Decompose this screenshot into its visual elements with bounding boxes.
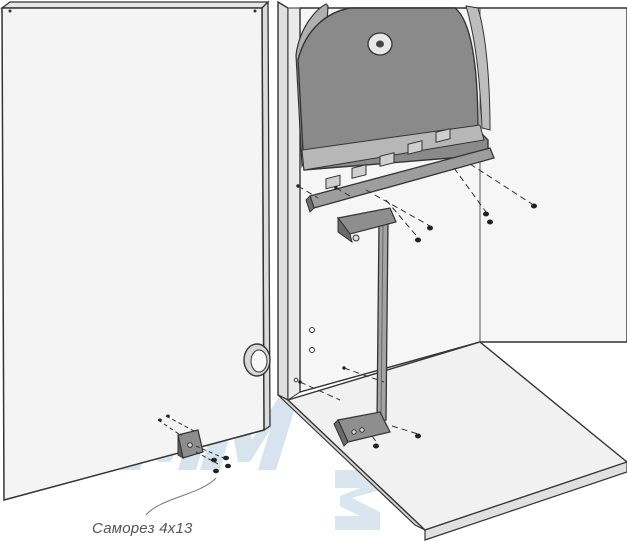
bottom-bracket (333, 411, 391, 447)
cabinet-holes-icon (293, 327, 315, 383)
connecting-rod (376, 219, 389, 423)
rail-tabs-icon (325, 128, 451, 190)
screw-icon (158, 414, 231, 474)
leader-line (145, 477, 217, 516)
top-bracket (336, 207, 397, 244)
door-bracket (177, 429, 204, 460)
cabinet-door (0, 0, 271, 501)
cabinet-screw-paths (297, 163, 533, 445)
lift-mechanism-plate (295, 3, 491, 171)
door-screws-icon (157, 415, 229, 465)
mounting-rail (305, 147, 495, 213)
door-hole-icon (243, 343, 271, 377)
cabinet-screw-icons (296, 184, 537, 449)
hub-icon (367, 32, 393, 56)
screw-caption: Саморез 4x13 (92, 520, 193, 537)
